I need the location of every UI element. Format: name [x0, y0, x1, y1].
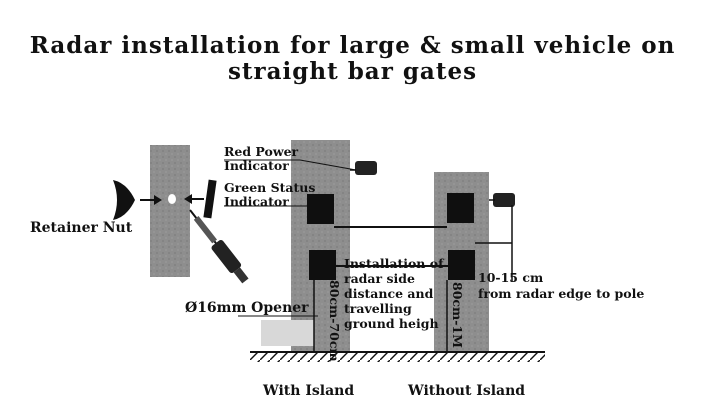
diagram-title-line-1: Radar installation for large & small veh… — [29, 32, 676, 59]
green-status-indicator-label: Green Status Indicator — [224, 180, 316, 209]
radar-upper-left — [307, 194, 334, 224]
mounting-plate — [150, 145, 190, 277]
with-island-caption: With Island — [263, 383, 355, 399]
post-with-island — [261, 140, 377, 352]
retainer-nut-label: Retainer Nut — [30, 220, 133, 236]
without-island-caption: Without Island — [408, 383, 526, 399]
island-block — [261, 320, 314, 346]
radar-upper-right — [447, 193, 474, 223]
red-power-indicator-icon — [355, 161, 377, 175]
mounting-detail — [113, 145, 249, 284]
height-with-island-label: 80cm-70cm — [327, 280, 342, 362]
height-without-island-label: 80cm-1M — [450, 282, 465, 348]
diagram-title-line-2: straight bar gates — [227, 58, 478, 85]
ground-hatch — [250, 352, 545, 362]
installation-label: Installation of radar side distance and … — [344, 256, 444, 331]
radar-lower-right — [448, 250, 475, 280]
opener-drill — [189, 209, 249, 284]
bracket-plate — [203, 179, 217, 219]
post-without-island — [434, 172, 515, 352]
distance-to-pole-label: 10-15 cm from radar edge to pole — [478, 270, 645, 301]
radar-lower-left — [309, 250, 336, 280]
red-power-indicator-label: Red Power Indicator — [224, 144, 299, 173]
opener-label: Ø16mm Opener — [185, 300, 309, 316]
retainer-nut-icon — [113, 180, 135, 220]
mount-hole — [168, 194, 176, 204]
pole-indicator-icon — [493, 193, 515, 207]
